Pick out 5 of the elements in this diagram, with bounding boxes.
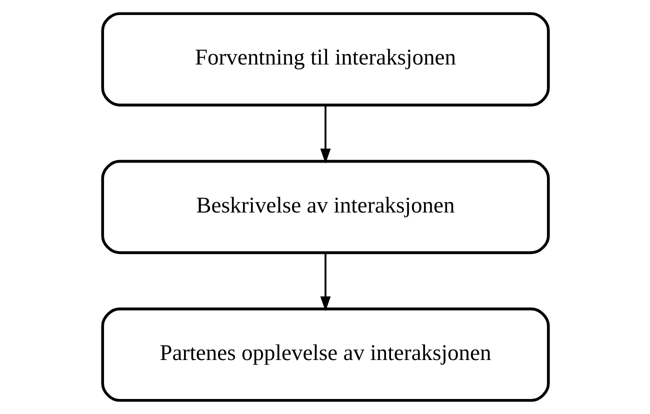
arrow <box>320 253 330 312</box>
node-box: Beskrivelse av interaksjonen <box>100 160 550 254</box>
arrow <box>320 105 330 164</box>
node-box: Partenes opplevelse av interaksjonen <box>100 308 550 402</box>
node-box: Forventning til interaksjonen <box>100 12 550 106</box>
